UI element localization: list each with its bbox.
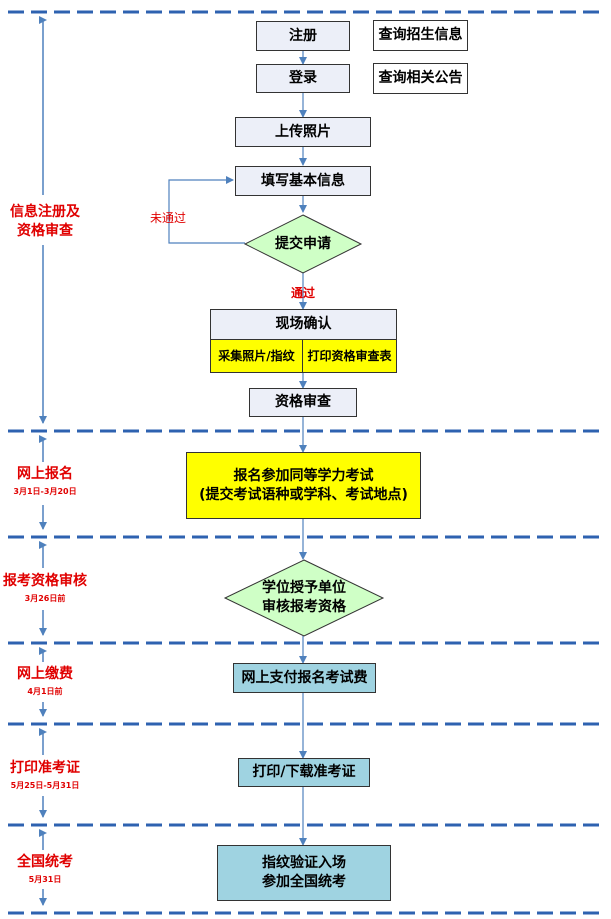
stage-national-exam: 全国统考 5月31日 <box>0 853 90 885</box>
qualification-review-box: 资格审查 <box>249 388 357 417</box>
stage-online-application: 网上报名 3月1日-3月20日 <box>0 465 90 497</box>
stage-date: 3月1日-3月20日 <box>13 486 77 496</box>
stage-registration: 信息注册及 资格审查 <box>0 203 90 241</box>
upload-photo-box: 上传照片 <box>235 117 371 147</box>
stage-print-ticket: 打印准考证 5月25日-5月31日 <box>0 759 90 791</box>
login-box: 登录 <box>256 64 350 93</box>
stage-date: 3月26日前 <box>24 593 66 603</box>
flow-arrows <box>168 51 307 846</box>
onsite-confirm-box: 现场确认 <box>210 309 397 340</box>
stage-name: 网上缴费 <box>17 666 73 682</box>
passed-label: 通过 <box>291 286 316 300</box>
stage-online-payment: 网上缴费 4月1日前 <box>0 665 90 697</box>
university-review-diamond <box>223 559 385 637</box>
exam-entry-box: 指纹验证入场 参加全国统考 <box>217 845 391 901</box>
university-review-label: 学位授予单位 审核报考资格 <box>262 580 346 615</box>
submit-label: 提交申请 <box>275 235 331 252</box>
query-admissions-box: 查询招生信息 <box>373 20 468 51</box>
stage-date: 4月1日前 <box>27 686 63 696</box>
register-box: 注册 <box>256 21 350 51</box>
stage-date: 5月31日 <box>28 874 62 884</box>
apply-exam-box: 报名参加同等学力考试 (提交考试语种或学科、考试地点) <box>186 452 421 519</box>
flow-arrow-rejected <box>168 176 245 244</box>
stage-name: 打印准考证 <box>10 760 80 776</box>
not-passed-label: 未通过 <box>150 211 187 225</box>
stage-name: 报考资格审核 <box>3 573 87 589</box>
print-review-form-box: 打印资格审查表 <box>302 339 397 373</box>
collect-photo-fingerprint-box: 采集照片/指纹 <box>210 339 303 373</box>
stage-name: 信息注册及 资格审查 <box>10 204 80 239</box>
pay-online-box: 网上支付报名考试费 <box>233 663 376 693</box>
stage-dividers <box>8 10 603 915</box>
print-ticket-box: 打印/下载准考证 <box>238 758 370 787</box>
stage-date: 5月25日-5月31日 <box>10 780 80 790</box>
stage-eligibility-review: 报考资格审核 3月26日前 <box>0 572 90 604</box>
submit-diamond <box>243 214 363 274</box>
stage-name: 全国统考 <box>17 854 73 870</box>
query-notices-box: 查询相关公告 <box>373 63 468 94</box>
fill-info-box: 填写基本信息 <box>235 166 371 196</box>
stage-name: 网上报名 <box>17 466 73 482</box>
